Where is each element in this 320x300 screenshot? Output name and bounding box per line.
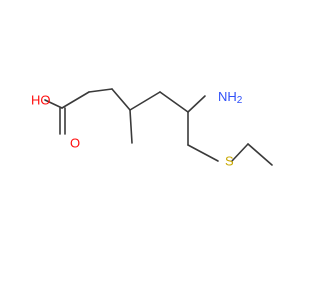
amine-subscript-2: 2 [237, 95, 243, 106]
bond-c4-methyl [129, 109, 133, 144]
bond-c2-c3 [88, 88, 113, 93]
hydroxyl-label: HO [31, 93, 51, 108]
bond-c3-c4 [111, 88, 131, 111]
bond-carbonyl-c-alpha [61, 91, 90, 109]
carbonyl-oxygen-label: O [70, 136, 80, 151]
amine-nh: NH [218, 89, 237, 104]
bond-sulfur-c8 [231, 143, 249, 162]
sulfur-label: S [225, 154, 234, 169]
bond-c6-amine [187, 95, 206, 113]
bond-c4-c5 [129, 91, 161, 111]
amine-label: NH2 [218, 89, 243, 106]
bond-c8-c9 [247, 143, 273, 166]
bond-carboxyl-oh [44, 99, 63, 109]
bond-layer [44, 88, 273, 166]
molecule-structure: HO O NH2 S [31, 88, 273, 169]
bond-c7-sulfur [187, 144, 219, 162]
bond-c5-c6 [159, 91, 189, 113]
